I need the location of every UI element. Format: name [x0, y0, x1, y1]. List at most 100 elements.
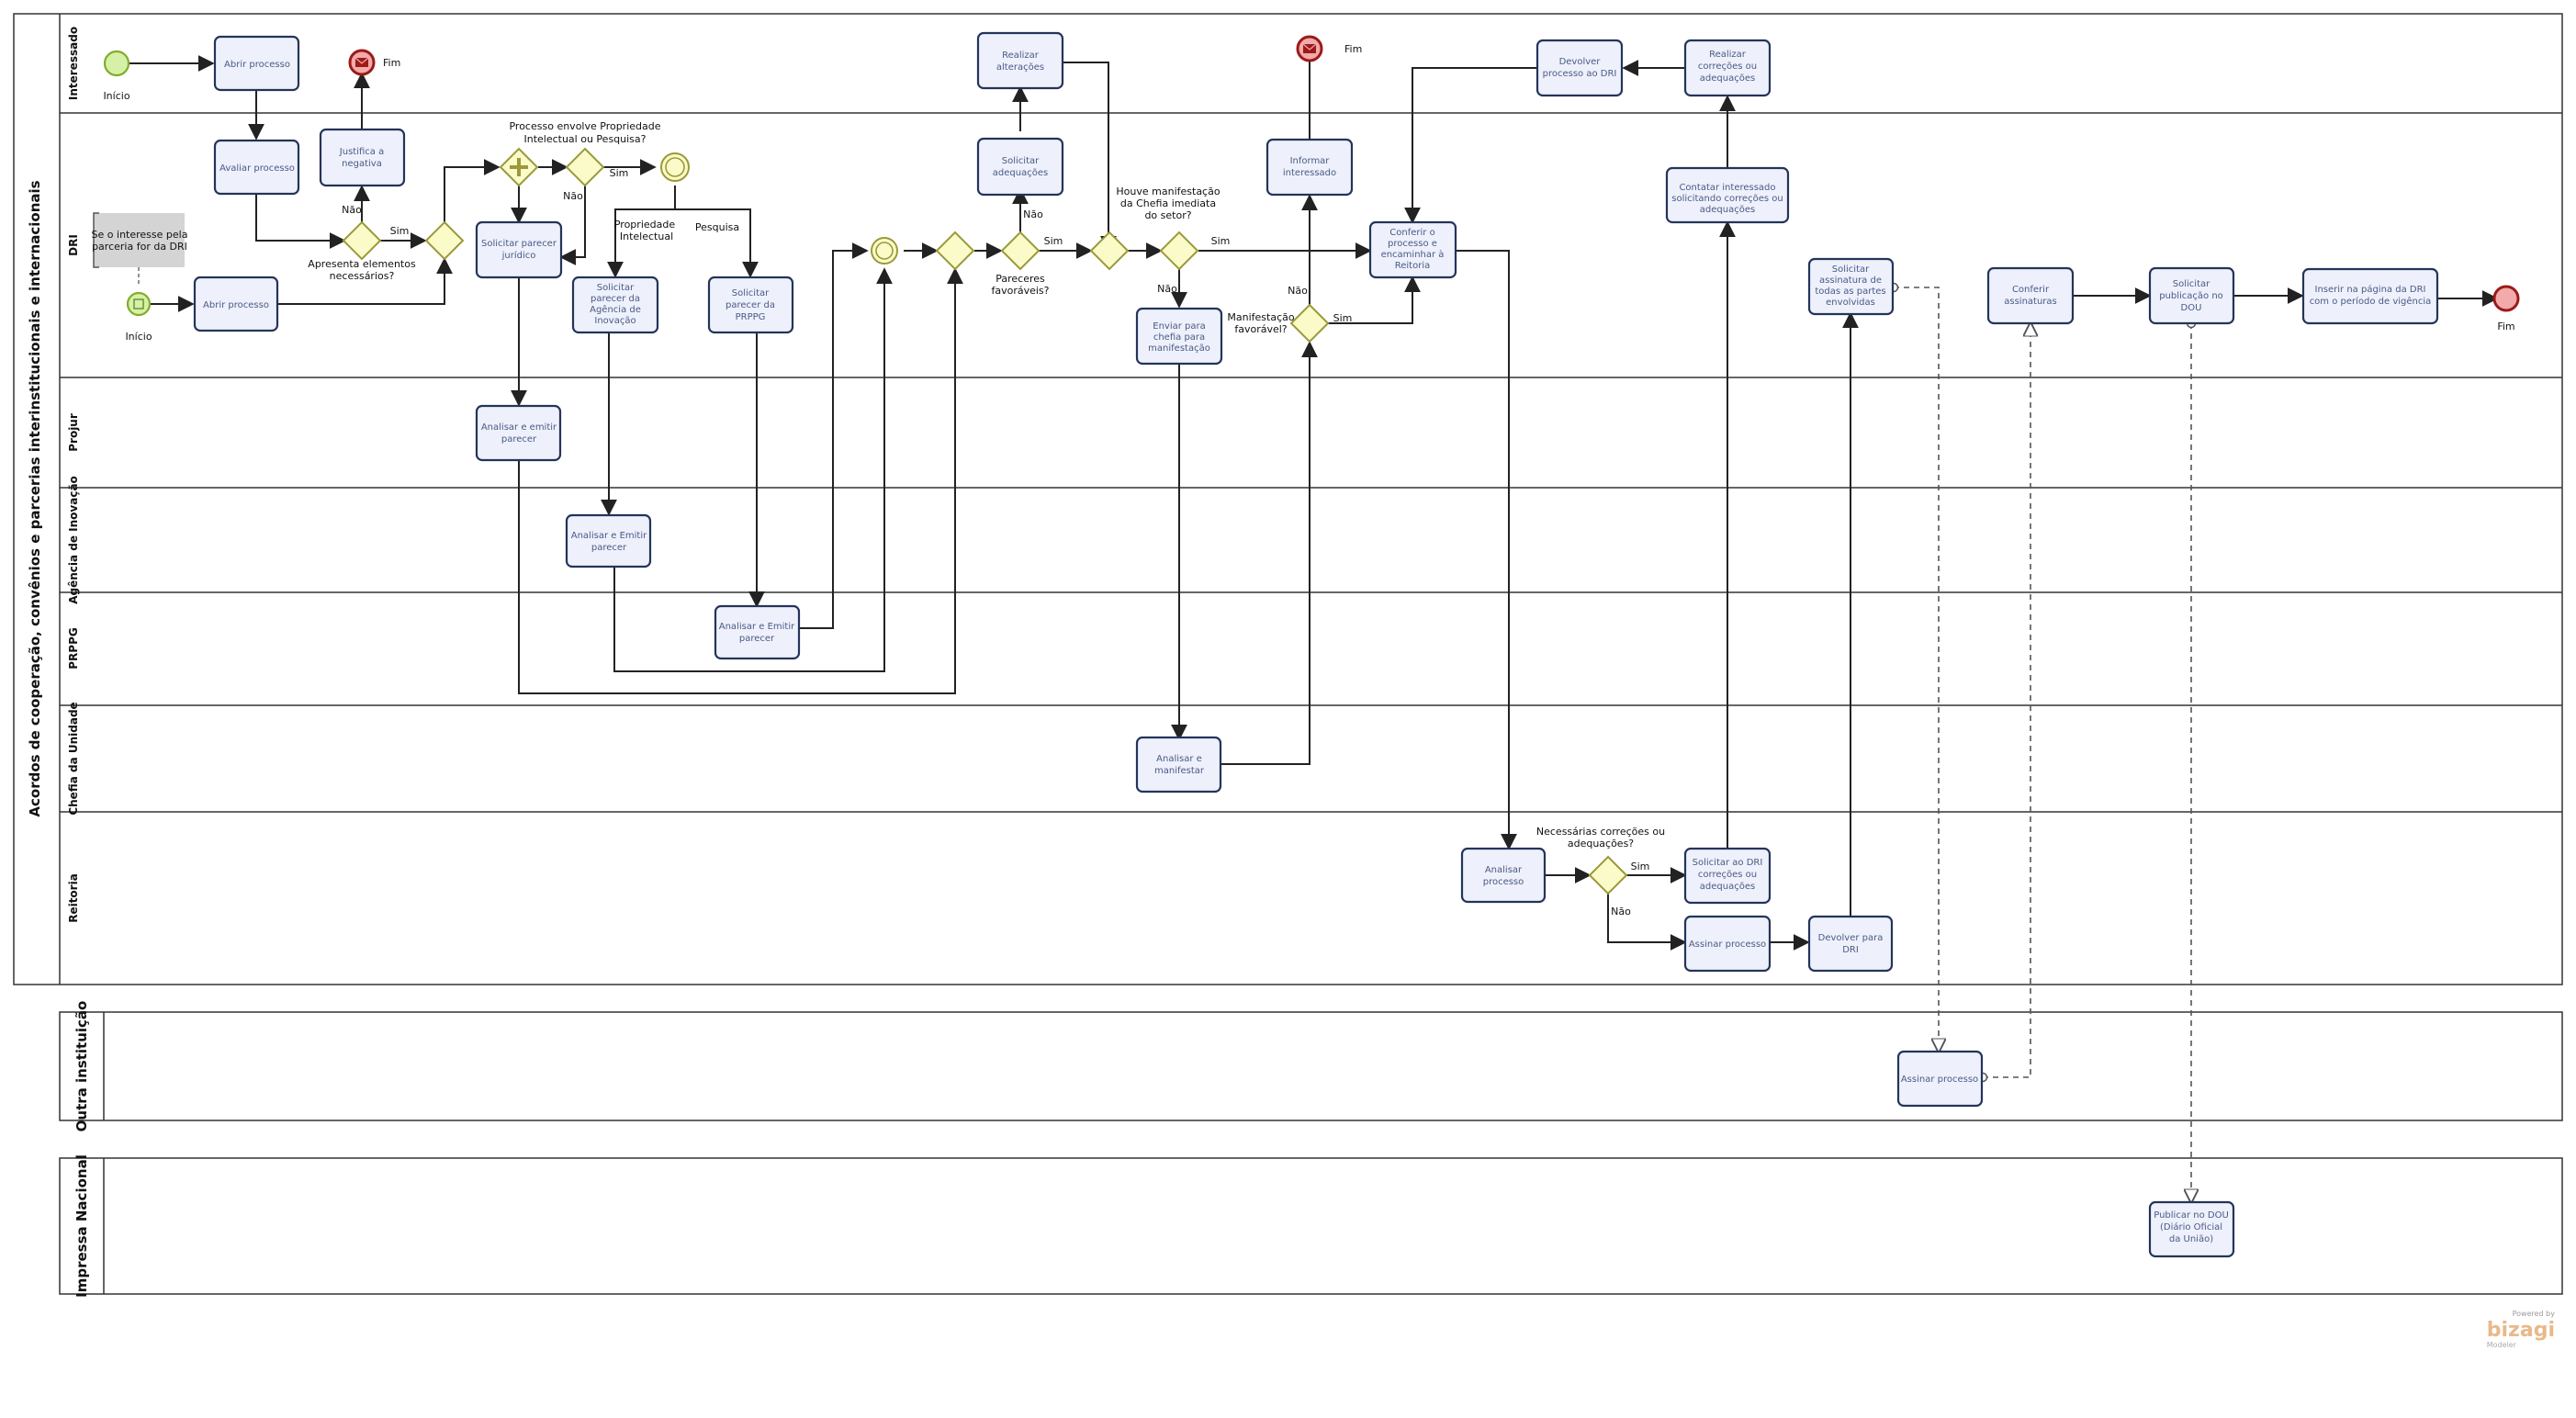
- gateway-merge-2[interactable]: [935, 231, 975, 271]
- task-reitoria-analisar[interactable]: Analisar processo: [1460, 847, 1547, 904]
- task-devolver-processo-dri[interactable]: Devolver processo ao DRI: [1535, 39, 1624, 97]
- svg-text:alterações: alterações: [996, 62, 1044, 73]
- pool-imprensa-title: Impressa Nacional: [73, 1154, 90, 1298]
- svg-text:Reitoria: Reitoria: [1395, 261, 1431, 271]
- start-event-interessado[interactable]: [103, 50, 130, 77]
- label-apresenta-1: Apresenta elementos: [308, 258, 416, 270]
- end-event-fim-2[interactable]: [1296, 35, 1323, 62]
- pool-outra-title: Outra instituição: [73, 1001, 90, 1132]
- svg-text:Realizar: Realizar: [1709, 50, 1747, 60]
- gateway-parallel[interactable]: [499, 147, 539, 187]
- watermark-brand: bizagi: [2487, 1319, 2555, 1342]
- flow-labels: Apresenta elementos necessários? Não Sim…: [308, 120, 1665, 917]
- svg-text:Solicitar ao DRI: Solicitar ao DRI: [1693, 858, 1763, 868]
- svg-text:correções ou: correções ou: [1698, 870, 1757, 880]
- label-propriedade-1: Propriedade: [614, 219, 675, 231]
- task-inserir-pagina-dri[interactable]: Inserir na página da DRI com o período d…: [2301, 267, 2439, 325]
- task-reitoria-solicitar-dri[interactable]: Solicitar ao DRI correções ou adequações: [1683, 847, 1772, 905]
- task-solicitar-parecer-juridico[interactable]: Solicitar parecer jurídico: [475, 220, 563, 279]
- task-conferir-encaminhar[interactable]: Conferir o processo e encaminhar à Reito…: [1368, 220, 1457, 279]
- svg-text:adequações: adequações: [993, 168, 1048, 178]
- task-publicar-dou[interactable]: Publicar no DOU (Diário Oficial da União…: [2148, 1200, 2235, 1258]
- task-solicitar-parecer-prppg[interactable]: Solicitar parecer da PRPPG: [707, 276, 794, 334]
- task-enviar-chefia[interactable]: Enviar para chefia para manifestação: [1135, 307, 1223, 366]
- task-solicitar-assinatura[interactable]: Solicitar assinatura de todas as partes …: [1807, 257, 1895, 316]
- svg-text:Assinar processo: Assinar processo: [1689, 940, 1766, 950]
- intermediate-event-1[interactable]: [660, 152, 690, 182]
- gateway-envolve[interactable]: [565, 147, 605, 187]
- gateway-manifestacao[interactable]: [1289, 303, 1330, 343]
- message-flows: [1894, 287, 2191, 1202]
- gateway-merge-1[interactable]: [424, 220, 465, 261]
- task-solicitar-publicacao[interactable]: Solicitar publicação no DOU: [2148, 266, 2235, 325]
- svg-text:adequações: adequações: [1700, 882, 1755, 892]
- label-necessarias-1: Necessárias correções ou: [1536, 826, 1665, 838]
- task-abrir-processo-interessado[interactable]: Abrir processo: [213, 35, 300, 92]
- start-event-dri[interactable]: [126, 291, 152, 317]
- watermark-powered: Powered by: [2513, 1310, 2556, 1318]
- intermediate-event-2[interactable]: [871, 237, 898, 264]
- svg-text:Informar: Informar: [1290, 156, 1331, 166]
- svg-text:Solicitar: Solicitar: [597, 283, 635, 293]
- lane-reitoria: Reitoria: [67, 873, 80, 923]
- start-event-label-2: Início: [125, 331, 152, 343]
- task-prppg-analisar[interactable]: Analisar e Emitir parecer: [714, 604, 801, 660]
- end-event-label-2: Fim: [1344, 43, 1362, 55]
- label-apresenta-2: necessários?: [330, 270, 395, 282]
- task-conferir-assinaturas[interactable]: Conferir assinaturas: [1986, 266, 2075, 325]
- lane-prppg: PRPPG: [67, 627, 80, 669]
- task-abrir-processo-dri[interactable]: Abrir processo: [193, 276, 279, 332]
- gateway-houve[interactable]: [1159, 231, 1199, 271]
- label-envolve-1: Processo envolve Propriedade: [509, 120, 660, 132]
- svg-text:DOU: DOU: [2181, 303, 2202, 313]
- task-agencia-analisar[interactable]: Analisar e Emitir parecer: [565, 513, 652, 568]
- svg-text:solicitando correções ou: solicitando correções ou: [1671, 194, 1783, 204]
- label-nao-e: Não: [1288, 285, 1308, 297]
- svg-text:Conferir: Conferir: [2012, 285, 2050, 295]
- svg-text:jurídico: jurídico: [501, 250, 536, 261]
- task-reitoria-assinar[interactable]: Assinar processo: [1683, 915, 1772, 973]
- svg-text:Solicitar parecer: Solicitar parecer: [481, 239, 557, 249]
- task-solicitar-parecer-agencia[interactable]: Solicitar parecer da Agência de Inovação: [571, 276, 659, 334]
- pool-outra: Outra instituição: [59, 1001, 2563, 1132]
- gateway-pareceres[interactable]: [1000, 231, 1041, 271]
- task-avaliar-processo[interactable]: Avaliar processo: [213, 139, 300, 196]
- task-contatar-interessado[interactable]: Contatar interessado solicitando correçõ…: [1665, 166, 1790, 224]
- svg-text:chefia para: chefia para: [1153, 332, 1205, 343]
- task-realizar-correcoes[interactable]: Realizar correções ou adequações: [1683, 39, 1772, 97]
- gateway-apresenta[interactable]: [342, 220, 382, 261]
- label-manif-1: Manifestação: [1227, 311, 1294, 323]
- label-houve-2: da Chefia imediata: [1120, 197, 1216, 209]
- svg-text:(Diário Oficial: (Diário Oficial: [2160, 1221, 2222, 1232]
- task-projur-analisar[interactable]: Analisar e emitir parecer: [475, 404, 562, 462]
- gateway-necessarias[interactable]: [1588, 855, 1628, 895]
- label-sim-d: Sim: [1211, 235, 1231, 247]
- label-sim-c: Sim: [1044, 235, 1063, 247]
- end-event-label-1: Fim: [383, 57, 400, 69]
- pool-imprensa: Impressa Nacional: [59, 1154, 2563, 1298]
- label-sim-f: Sim: [1631, 861, 1650, 872]
- svg-text:Devolver para: Devolver para: [1818, 933, 1884, 943]
- gateway-merge-3[interactable]: [1089, 231, 1130, 271]
- task-realizar-alteracoes[interactable]: Realizar alterações: [976, 31, 1064, 90]
- svg-text:Agência de: Agência de: [590, 304, 641, 315]
- task-chefia-analisar[interactable]: Analisar e manifestar: [1135, 736, 1222, 793]
- svg-text:parecer: parecer: [591, 543, 627, 553]
- lane-agencia: Agência de Inovação: [67, 476, 80, 604]
- task-outra-assinar[interactable]: Assinar processo: [1896, 1050, 1984, 1108]
- label-nao-d: Não: [1157, 283, 1177, 295]
- label-necessarias-2: adequações?: [1568, 838, 1634, 850]
- end-event-fim-3[interactable]: [2492, 285, 2520, 312]
- svg-text:com o período de vigência: com o período de vigência: [2310, 296, 2432, 307]
- task-justifica-negativa[interactable]: Justifica a negativa: [319, 128, 406, 187]
- pool-main-title: Acordos de cooperação, convênios e parce…: [27, 180, 43, 816]
- task-informar-interessado[interactable]: Informar interessado: [1266, 138, 1354, 197]
- end-event-label-3: Fim: [2497, 321, 2514, 332]
- svg-text:interessado: interessado: [1283, 168, 1336, 178]
- svg-text:manifestar: manifestar: [1154, 766, 1205, 776]
- task-solicitar-adequacoes[interactable]: Solicitar adequações: [976, 137, 1064, 197]
- task-reitoria-devolver-dri[interactable]: Devolver para DRI: [1807, 915, 1894, 973]
- svg-text:Justifica a: Justifica a: [339, 147, 384, 157]
- svg-text:Devolver: Devolver: [1559, 57, 1602, 67]
- end-event-fim-1[interactable]: [348, 49, 376, 76]
